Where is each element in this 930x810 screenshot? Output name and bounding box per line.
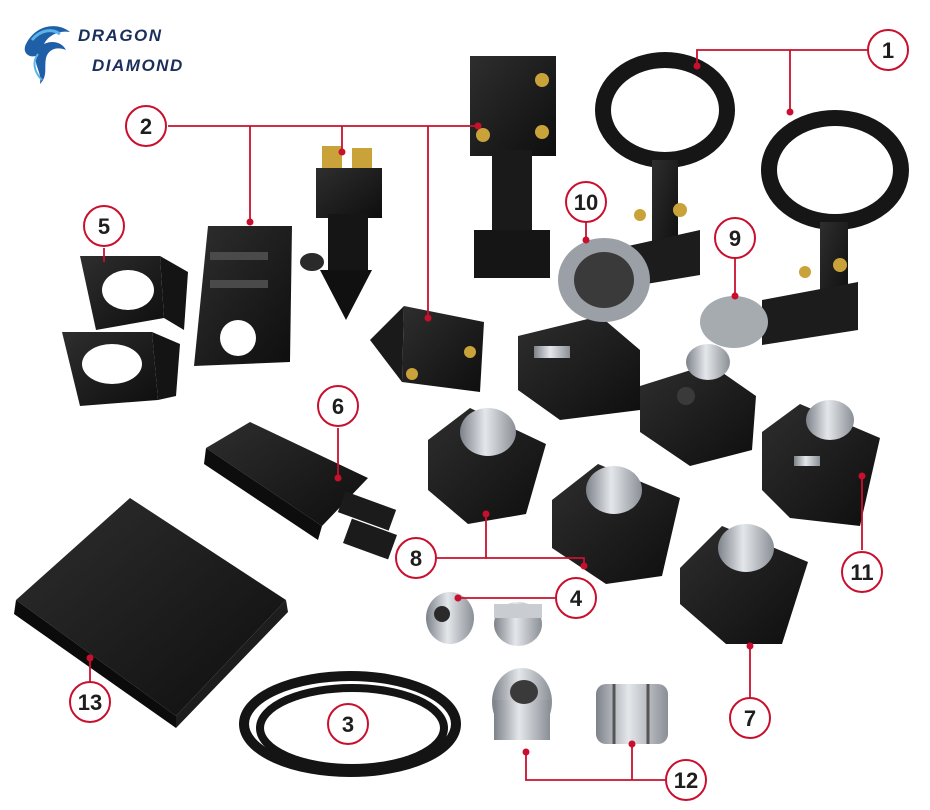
pulley-block-bottom-right bbox=[680, 524, 808, 644]
leader-12a bbox=[525, 752, 666, 781]
pulley-block-center-bottom bbox=[552, 464, 680, 584]
carriage-plate-with-rollers bbox=[204, 422, 397, 560]
svg-text:3: 3 bbox=[342, 712, 354, 737]
callout-1: 1 bbox=[867, 29, 909, 71]
pulley-block-right bbox=[762, 400, 880, 526]
svg-text:6: 6 bbox=[332, 394, 344, 419]
brand-logo: DRAGON DIAMOND bbox=[18, 14, 208, 86]
shaft-coupling-left bbox=[492, 668, 552, 740]
base-plates-stack bbox=[14, 498, 288, 728]
shaft-coupling-right bbox=[596, 684, 668, 744]
timing-pulley-pair bbox=[426, 592, 542, 646]
callout-13: 13 bbox=[69, 681, 111, 723]
callout-12: 12 bbox=[665, 759, 707, 801]
callout-11: 11 bbox=[841, 551, 883, 593]
svg-text:9: 9 bbox=[729, 226, 741, 251]
callout-6: 6 bbox=[317, 385, 359, 427]
svg-text:5: 5 bbox=[98, 214, 110, 239]
brand-name-line1: DRAGON bbox=[78, 26, 163, 45]
timing-belt bbox=[239, 671, 461, 777]
svg-text:1: 1 bbox=[882, 38, 894, 63]
callout-8: 8 bbox=[395, 537, 437, 579]
callout-3: 3 bbox=[327, 703, 369, 745]
reflector-mount-angled bbox=[370, 306, 484, 392]
svg-text:11: 11 bbox=[850, 560, 873, 585]
callout-7: 7 bbox=[729, 697, 771, 739]
mirror-ring-mount-right bbox=[761, 110, 909, 345]
svg-text:12: 12 bbox=[674, 768, 698, 793]
svg-text:13: 13 bbox=[78, 690, 102, 715]
svg-text:8: 8 bbox=[410, 546, 422, 571]
callout-9: 9 bbox=[714, 217, 756, 259]
pulley-block-center-top bbox=[428, 408, 546, 524]
callout-leaders bbox=[89, 49, 868, 781]
pulley-block-large bbox=[518, 238, 650, 420]
bracket-plate-upper bbox=[80, 256, 188, 330]
svg-text:2: 2 bbox=[140, 114, 152, 139]
callout-badges: 1 2 3 4 5 6 7 bbox=[69, 29, 909, 801]
leader-dots bbox=[86, 62, 866, 756]
sliding-plate-with-wheels bbox=[194, 226, 292, 366]
dragon-logo-icon bbox=[24, 26, 70, 84]
pulley-block-medium bbox=[640, 296, 768, 466]
svg-text:4: 4 bbox=[570, 586, 583, 611]
laser-head-nozzle bbox=[300, 146, 382, 320]
svg-text:10: 10 bbox=[574, 190, 598, 215]
callout-4: 4 bbox=[555, 577, 597, 619]
callout-10: 10 bbox=[565, 181, 607, 223]
callout-2: 2 bbox=[125, 105, 167, 147]
callout-5: 5 bbox=[83, 205, 125, 247]
brand-name-line2: DIAMOND bbox=[92, 56, 184, 75]
svg-text:7: 7 bbox=[744, 706, 756, 731]
leader-1a bbox=[696, 49, 868, 66]
bracket-plate-lower bbox=[62, 332, 180, 406]
mirror-mount-plate-vertical bbox=[470, 56, 556, 278]
